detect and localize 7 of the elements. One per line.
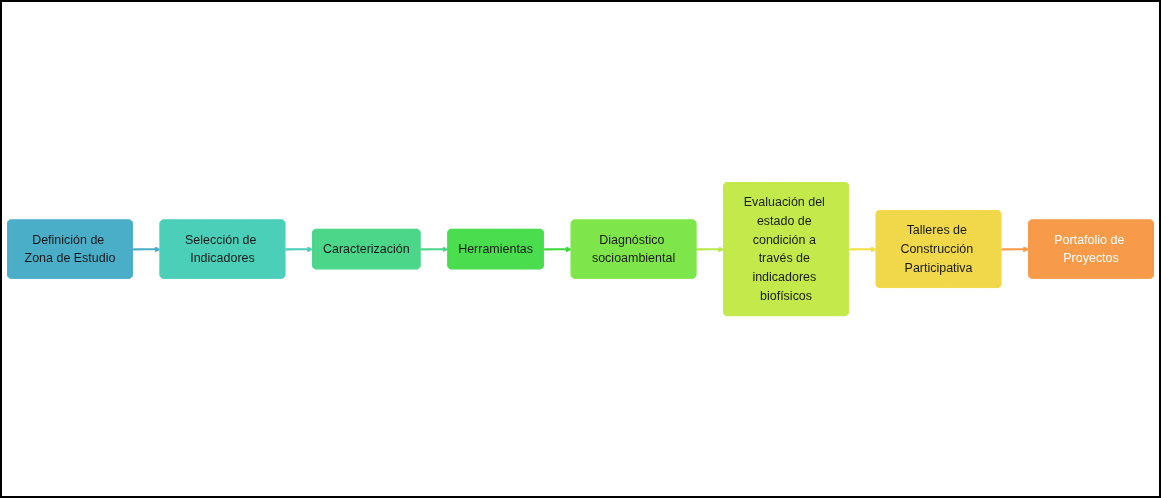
arrow [1001, 246, 1030, 253]
arrow [420, 246, 449, 253]
arrow [848, 246, 877, 253]
arrow [543, 246, 572, 253]
arrow [696, 246, 725, 253]
arrow [132, 246, 161, 253]
arrow [285, 246, 314, 253]
